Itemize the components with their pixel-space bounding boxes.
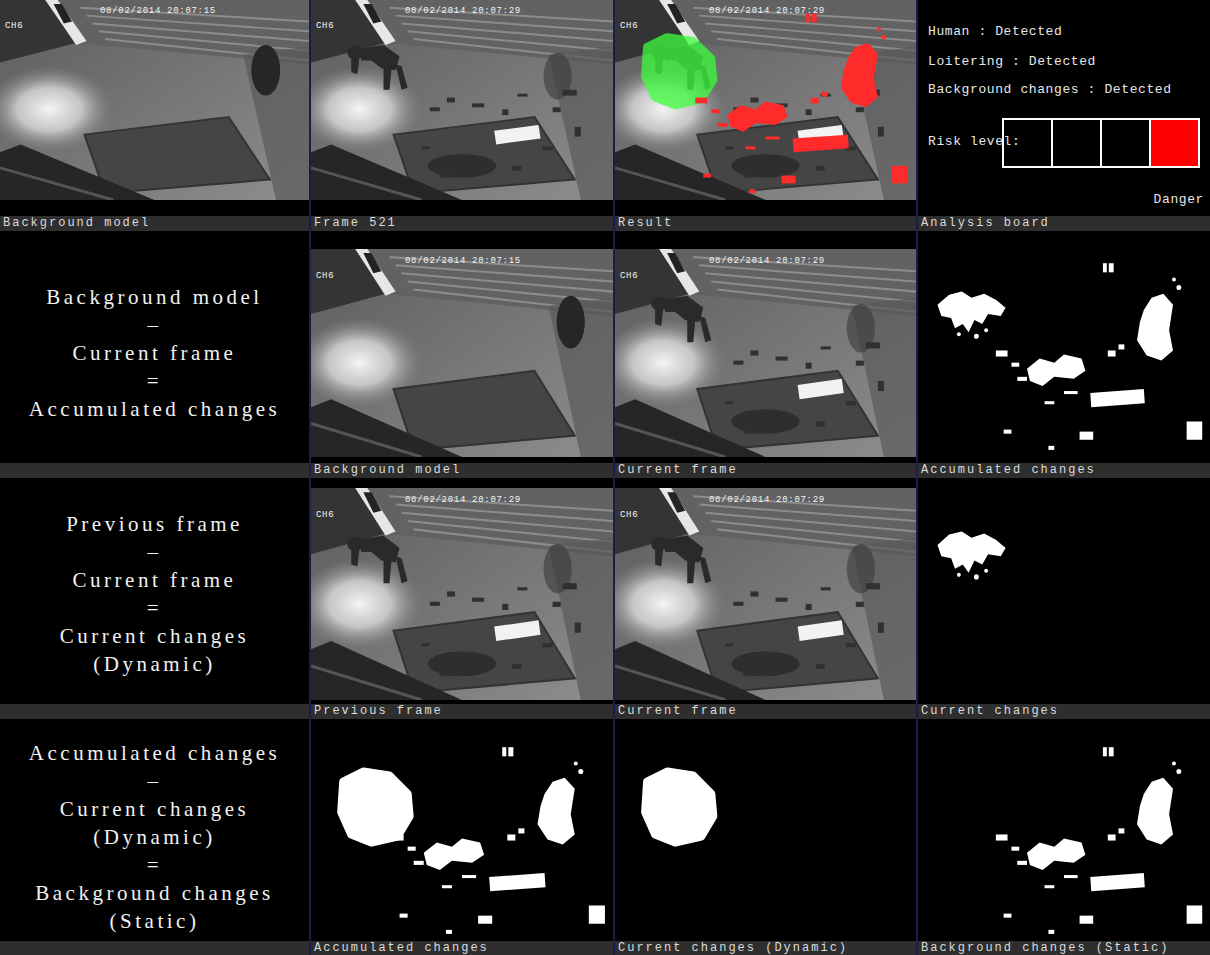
formula-term: = bbox=[147, 594, 162, 622]
binary-mask bbox=[996, 263, 1202, 450]
formula-term: Current changes (Dynamic) bbox=[10, 622, 300, 678]
column-separators bbox=[310, 0, 917, 955]
status-line: Human : Detected bbox=[928, 24, 1062, 40]
status-line: Background changes : Detected bbox=[928, 82, 1172, 98]
formula-term: Accumulated changes bbox=[29, 739, 280, 767]
camera-frame bbox=[0, 0, 309, 200]
channel-tag: CH6 bbox=[620, 271, 638, 282]
mask-panel: Current changes bbox=[918, 481, 1210, 719]
panel-caption: Accumulated changes bbox=[314, 941, 489, 955]
camera-frame bbox=[297, 0, 613, 200]
caption-bars bbox=[0, 216, 1210, 955]
camera-frame bbox=[601, 488, 916, 700]
binary-mask bbox=[645, 772, 713, 843]
panel-caption: Background model bbox=[3, 216, 150, 231]
formula-term: Previous frame bbox=[66, 510, 243, 538]
channel-tag: CH6 bbox=[316, 21, 334, 32]
panel-caption: Result bbox=[618, 216, 673, 231]
status-line: Loitering : Detected bbox=[928, 54, 1096, 70]
camera-frame bbox=[297, 488, 613, 700]
image-panel: Result bbox=[615, 0, 916, 231]
binary-mask bbox=[937, 292, 1005, 339]
timestamp-overlay: 08/02/2014 20:07:15 bbox=[100, 6, 216, 17]
mask-panel: Background changes (Static) bbox=[918, 721, 1210, 955]
panel-caption: Accumulated changes bbox=[921, 463, 1096, 478]
mask-panel: Accumulated changes bbox=[918, 234, 1210, 478]
formula-term: Background changes (Static) bbox=[10, 879, 300, 935]
binary-mask bbox=[937, 531, 1005, 579]
risk-label: Risk level: bbox=[928, 134, 1020, 150]
timestamp-overlay: 08/02/2014 20:07:29 bbox=[709, 6, 825, 17]
panel-caption: Analysis board bbox=[921, 216, 1050, 231]
binary-mask bbox=[341, 772, 409, 843]
image-panel: Background model bbox=[0, 0, 309, 231]
formula-term: – bbox=[148, 311, 162, 339]
timestamp-overlay: 08/02/2014 20:07:29 bbox=[709, 495, 825, 506]
formula-term: = bbox=[147, 367, 162, 395]
formula-term: Current frame bbox=[73, 566, 237, 594]
image-panel: Background model bbox=[311, 234, 613, 478]
human-overlay bbox=[645, 37, 713, 105]
panel-caption: Current changes (Dynamic) bbox=[618, 941, 848, 955]
image-panel: Previous frame bbox=[311, 481, 613, 719]
mask-panel: Current changes (Dynamic) bbox=[615, 721, 916, 955]
channel-tag: CH6 bbox=[5, 21, 23, 32]
timestamp-overlay: 08/02/2014 20:07:29 bbox=[405, 6, 521, 17]
channel-tag: CH6 bbox=[316, 510, 334, 521]
binary-mask bbox=[996, 747, 1202, 934]
panel-caption: Background changes (Static) bbox=[921, 941, 1169, 955]
camera-frame bbox=[601, 0, 916, 200]
panel-caption: Current frame bbox=[618, 704, 738, 719]
risk-meter bbox=[1003, 119, 1199, 167]
camera-frame bbox=[601, 249, 916, 457]
channel-tag: CH6 bbox=[620, 21, 638, 32]
formula-stack: Previous frame–Current frame=Current cha… bbox=[0, 488, 309, 700]
image-panel: Current frame bbox=[615, 481, 916, 719]
timestamp-overlay: 08/02/2014 20:07:29 bbox=[405, 495, 521, 506]
analysis-panel: Human : DetectedLoitering : DetectedBack… bbox=[918, 0, 1210, 231]
image-panel: Current frame bbox=[615, 234, 916, 478]
formula-stack: Accumulated changes–Current changes (Dyn… bbox=[0, 733, 309, 941]
image-panel: Frame 521 bbox=[311, 0, 613, 231]
formula-panel: Background model–Current frame=Accumulat… bbox=[0, 234, 309, 478]
channel-tag: CH6 bbox=[316, 271, 334, 282]
formula-term: Accumulated changes bbox=[29, 395, 280, 423]
formula-stack: Background model–Current frame=Accumulat… bbox=[0, 249, 309, 457]
mask-panel: Accumulated changes bbox=[311, 721, 613, 955]
timestamp-overlay: 08/02/2014 20:07:15 bbox=[405, 256, 521, 267]
formula-term: Current changes (Dynamic) bbox=[10, 795, 300, 851]
panel-caption: Current frame bbox=[618, 463, 738, 478]
timestamp-overlay: 08/02/2014 20:07:29 bbox=[709, 256, 825, 267]
panel-caption: Background model bbox=[314, 463, 461, 478]
panel-caption: Previous frame bbox=[314, 704, 443, 719]
formula-term: Current frame bbox=[73, 339, 237, 367]
formula-panel: Accumulated changes–Current changes (Dyn… bbox=[0, 721, 309, 955]
binary-mask bbox=[392, 747, 605, 934]
change-overlay bbox=[695, 14, 908, 194]
formula-panel: Previous frame–Current frame=Current cha… bbox=[0, 481, 309, 719]
panel-caption: Frame 521 bbox=[314, 216, 397, 231]
formula-term: – bbox=[148, 767, 162, 795]
channel-tag: CH6 bbox=[620, 510, 638, 521]
camera-frame bbox=[297, 249, 613, 457]
formula-term: – bbox=[148, 538, 162, 566]
formula-term: = bbox=[147, 851, 162, 879]
formula-term: Background model bbox=[46, 283, 262, 311]
panel-caption: Current changes bbox=[921, 704, 1059, 719]
risk-level-text: Danger bbox=[1154, 192, 1204, 208]
